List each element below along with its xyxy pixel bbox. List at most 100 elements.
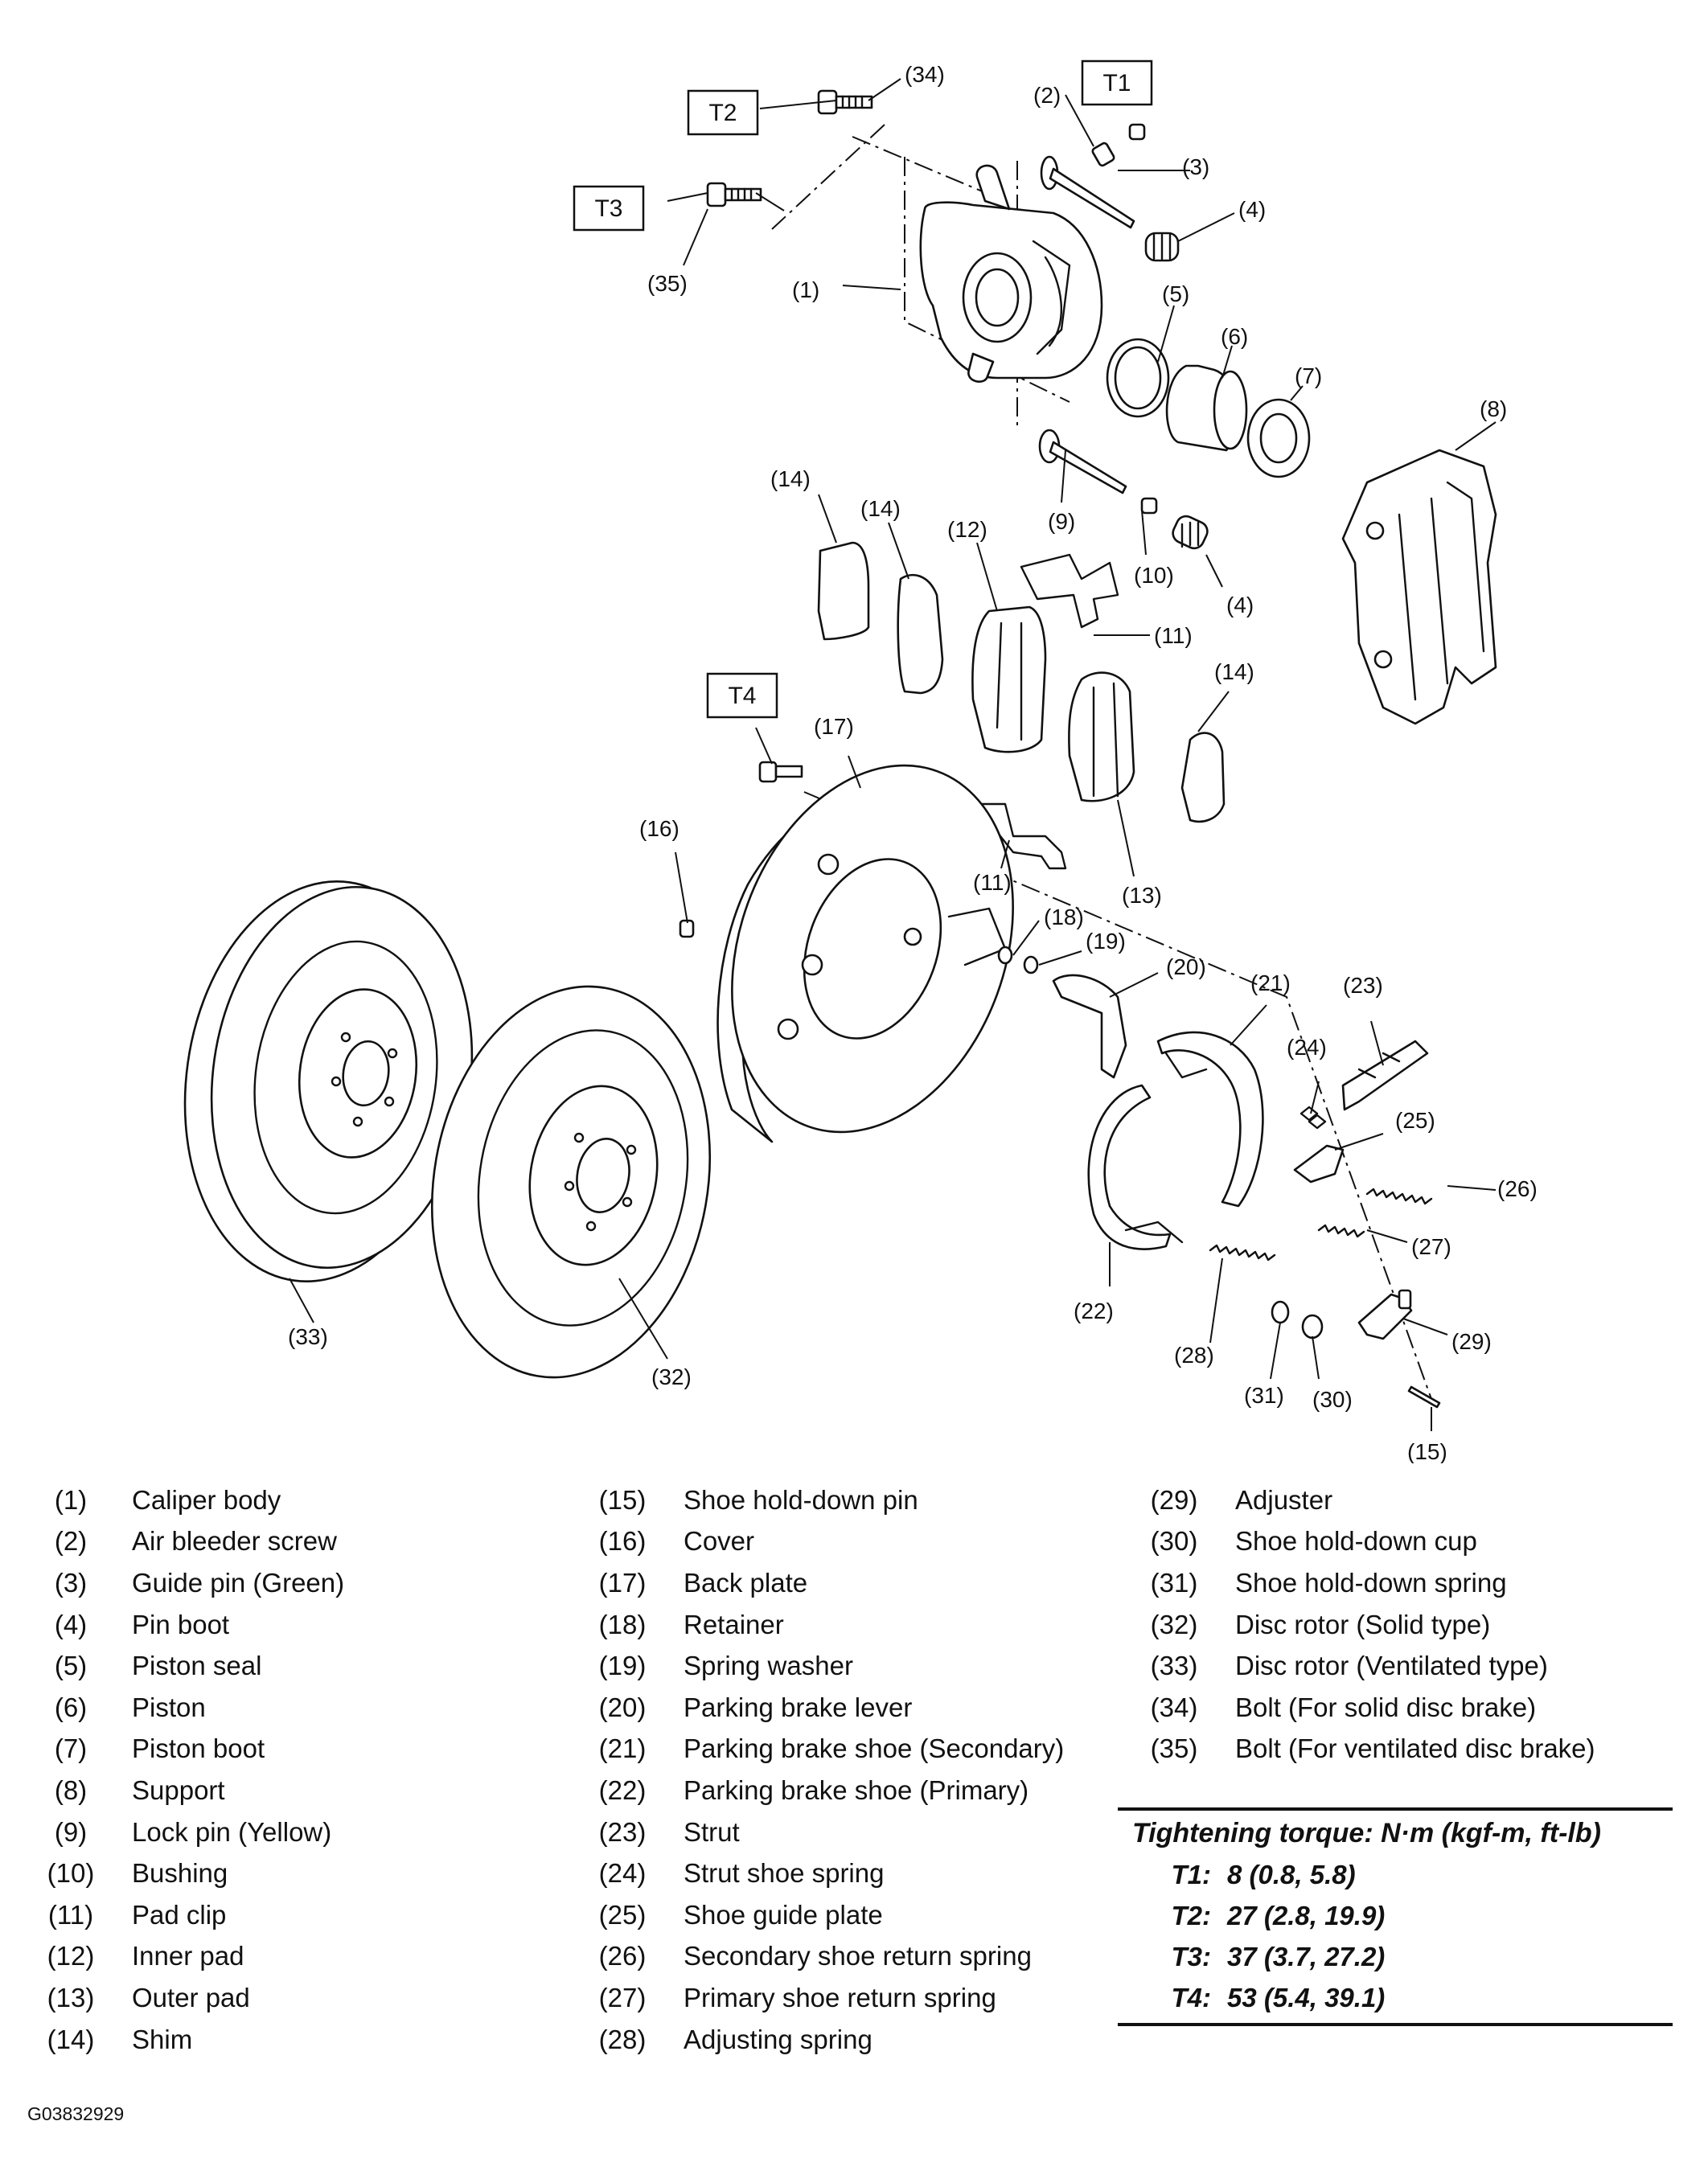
callout-24: (24) (1287, 1035, 1327, 1060)
legend-item: (18)Retainer (584, 1604, 1064, 1646)
torque-value: 8 (0.8, 5.8) (1227, 1860, 1356, 1889)
bolt-t4 (758, 761, 803, 783)
legend-item: (31) Shoe hold-down spring (1135, 1562, 1595, 1604)
legend-part-name: Pad clip (132, 1899, 227, 1930)
legend-number: (14) (47, 2024, 95, 2054)
callout-22: (22) (1074, 1298, 1114, 1323)
legend-item: (16) Cover (584, 1521, 1064, 1563)
callout-18: (18) (1044, 905, 1084, 929)
legend-part-name: Outer pad (132, 1982, 250, 2012)
secondary-shoe-return-spring (1365, 1188, 1433, 1205)
torque-bottom-rule (1118, 2023, 1673, 2026)
legend-column-3: (29)Adjuster(30)Shoe hold-down cup(31)Sh… (1135, 1479, 1595, 1770)
legend-part-name: Parking brake shoe (Primary) (684, 1774, 1029, 1805)
legend-item: (3) Guide pin (Green) (32, 1562, 344, 1604)
legend-number: (18) (598, 1609, 647, 1639)
disc-rotor-ventilated (183, 880, 474, 1282)
callout-4-upper: (4) (1238, 197, 1266, 222)
legend-item: (2)Air bleeder screw (32, 1521, 344, 1563)
pin-boot-lower (1172, 515, 1209, 550)
legend-part-name: Inner pad (132, 1941, 244, 1971)
callout-25: (25) (1395, 1108, 1435, 1133)
legend-item: (1) Caliper body (32, 1479, 344, 1521)
legend-item: (27)Primary shoe return spring (584, 1977, 1064, 2019)
legend-part-name: Cover (684, 1526, 755, 1557)
svg-text:T3: T3 (594, 195, 622, 222)
spring-washer (1023, 955, 1039, 974)
legend-item: (23)Strut (584, 1811, 1064, 1853)
piston (1165, 364, 1248, 452)
torque-tag-t1: T1 (1081, 59, 1153, 106)
legend-part-name: Caliper body (132, 1484, 281, 1515)
legend-part-name: Support (132, 1774, 225, 1805)
torque-value: 37 (3.7, 27.2) (1227, 1942, 1386, 1971)
legend-item: (24)Strut shoe spring (584, 1852, 1064, 1894)
callout-6: (6) (1221, 324, 1248, 349)
parking-brake-lever (1052, 974, 1127, 1079)
legend-item: (33) Disc rotor (Ventilated type) (1135, 1645, 1595, 1687)
legend-part-name: Lock pin (Yellow) (132, 1816, 332, 1847)
legend-part-name: Shoe hold-down spring (1235, 1567, 1507, 1598)
legend-number: (28) (598, 2024, 647, 2054)
shim-2 (897, 573, 944, 695)
parking-brake-shoe-primary (1087, 1084, 1184, 1250)
legend-part-name: Guide pin (Green) (132, 1567, 345, 1598)
piston-seal (1106, 338, 1170, 418)
leader-lines (289, 78, 1497, 1431)
callout-28: (28) (1174, 1343, 1214, 1368)
callout-14-b: (14) (860, 496, 901, 521)
callout-17: (17) (814, 714, 854, 739)
legend-item: (12) Inner pad (32, 1936, 344, 1978)
shoe-hold-down-cup (1301, 1314, 1324, 1340)
primary-shoe-return-spring (1317, 1224, 1365, 1238)
legend-item: (29)Adjuster (1135, 1479, 1595, 1521)
torque-value: 27 (2.8, 19.9) (1227, 1901, 1386, 1930)
legend-number: (4) (54, 1609, 88, 1639)
legend-number: (15) (598, 1484, 647, 1515)
legend-number: (12) (47, 1941, 95, 1971)
legend-item: (15)Shoe hold-down pin (584, 1479, 1064, 1521)
adjusting-spring (1209, 1244, 1276, 1262)
disc-rotor-solid (430, 985, 712, 1379)
legend-item: (35)Bolt (For ventilated disc brake) (1135, 1729, 1595, 1770)
legend-number: (16) (598, 1526, 647, 1557)
legend-number: (1) (54, 1484, 88, 1515)
legend-part-name: Disc rotor (Ventilated type) (1235, 1651, 1548, 1681)
shim-3 (1180, 732, 1226, 823)
torque-row: T2:27 (2.8, 19.9) (1118, 1895, 1673, 1936)
legend-number: (10) (47, 1858, 95, 1889)
air-bleeder-screw (1091, 123, 1146, 167)
legend-number: (33) (1150, 1651, 1198, 1681)
outer-pad (1068, 671, 1135, 802)
legend-part-name: Bolt (For solid disc brake) (1235, 1692, 1537, 1722)
legend-number: (9) (54, 1816, 88, 1847)
pad-clip-upper (1020, 553, 1119, 629)
callout-4-lower: (4) (1226, 593, 1254, 617)
callout-14-c: (14) (1214, 659, 1254, 684)
callout-11-lower: (11) (973, 870, 1012, 895)
legend-item: (6)Piston (32, 1687, 344, 1729)
torque-heading: Tightening torque: N·m (kgf-m, ft-lb) (1132, 1818, 1601, 1848)
legend-part-name: Parking brake shoe (Secondary) (684, 1733, 1065, 1764)
lock-pin (1038, 429, 1127, 494)
callout-27: (27) (1411, 1234, 1451, 1259)
callout-14-a: (14) (770, 466, 811, 491)
legend-number: (13) (47, 1982, 95, 2012)
torque-top-rule (1118, 1807, 1673, 1811)
guide-pin (1040, 155, 1135, 229)
legend-item: (13) Outer pad (32, 1977, 344, 2019)
callout-33: (33) (288, 1324, 328, 1349)
legend-number: (17) (598, 1567, 647, 1598)
legend-part-name: Disc rotor (Solid type) (1235, 1609, 1491, 1639)
shim-1 (817, 541, 870, 641)
callout-7: (7) (1295, 363, 1322, 388)
legend-item: (4)Pin boot (32, 1604, 344, 1646)
callout-35: (35) (647, 271, 688, 296)
legend-number: (31) (1150, 1567, 1198, 1598)
legend-item: (7)Piston boot (32, 1729, 344, 1770)
parts-legend: (1) Caliper body (2)Air bleeder screw (3) Gu… (32, 1479, 1689, 2074)
svg-text:T1: T1 (1102, 70, 1131, 96)
support-bracket (1341, 449, 1497, 725)
callout-9: (9) (1048, 509, 1075, 534)
legend-number: (3) (54, 1567, 88, 1598)
